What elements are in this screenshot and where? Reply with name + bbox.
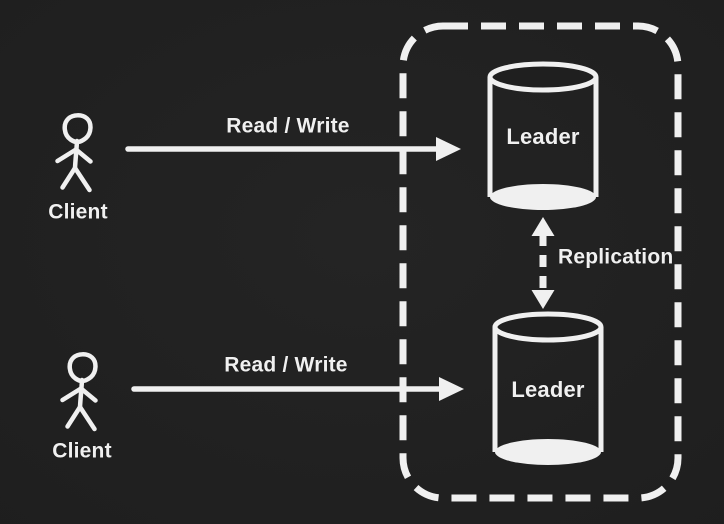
replication-arrow: [531, 217, 555, 309]
client-body: [77, 377, 85, 410]
replication-label: Replication: [558, 245, 674, 269]
cylinder-top-ellipse: [492, 311, 604, 343]
client-head: [67, 352, 98, 384]
replication-arrow-head-down: [531, 290, 555, 309]
client-head: [62, 113, 93, 145]
cylinder-top-ellipse: [487, 61, 599, 93]
arrow-head: [439, 377, 464, 401]
client-label: Client: [48, 200, 108, 224]
client-arms: [60, 386, 98, 403]
client-body: [72, 138, 80, 171]
cylinder-bottom-ellipse: [495, 439, 601, 465]
leader-node-label: Leader: [511, 377, 585, 402]
read-write-arrow: [125, 137, 461, 161]
arrow-head: [436, 137, 461, 161]
database-cylinder-icon: [492, 311, 604, 465]
leader-group-dashed-boundary: [399, 22, 682, 502]
cylinder-bottom-ellipse: [490, 184, 596, 210]
client-legs: [60, 165, 92, 193]
client-legs: [65, 404, 97, 432]
client-label: Client: [52, 439, 112, 463]
read-write-arrow-label: Read / Write: [224, 353, 348, 377]
replication-arrow-head-up: [531, 217, 555, 236]
database-cylinder-icon: [487, 61, 599, 210]
client-stick-figure-icon: [55, 113, 93, 193]
read-write-arrow-label: Read / Write: [226, 114, 350, 138]
client-stick-figure-icon: [60, 352, 98, 432]
read-write-arrow: [131, 377, 464, 401]
client-arms: [55, 147, 93, 164]
leader-node-label: Leader: [506, 124, 580, 149]
